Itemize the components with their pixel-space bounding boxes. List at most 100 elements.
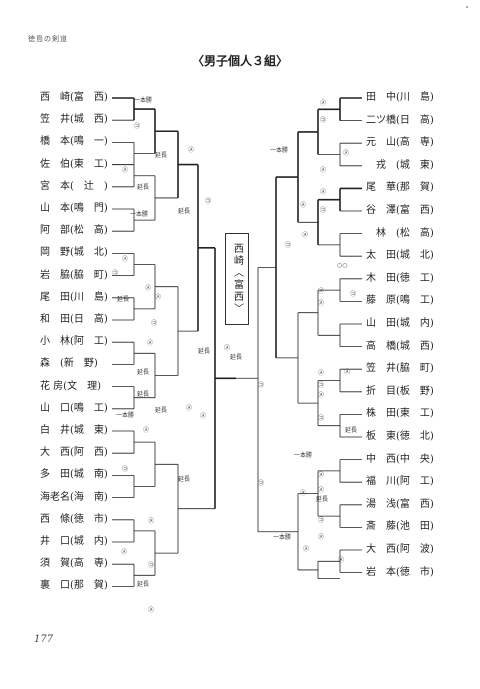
left-player-19: 海老名(海 南): [40, 491, 108, 503]
note-encho-2: 延長: [137, 184, 150, 191]
score-mark-42: ㋱: [300, 490, 307, 497]
score-mark-2: ㋱: [122, 167, 129, 174]
right-player-13: 笠 井(脇 町): [366, 363, 434, 375]
note-encho-11: 延長: [137, 581, 150, 588]
score-mark-36: ㋱: [318, 487, 325, 494]
note-ippon-3: 一本勝: [116, 412, 135, 419]
left-player-2: 笠 井(城 西): [40, 114, 108, 126]
right-player-8: 太 田(城 北): [366, 250, 434, 262]
score-mark-8: ㋱: [147, 340, 154, 347]
right-player-12: 高 橋(城 西): [366, 340, 434, 352]
score-mark-14: ㋱: [148, 607, 155, 614]
score-mark-6: ㋱: [155, 294, 162, 301]
score-mark-22: ㋙: [320, 207, 327, 214]
score-mark-17: ㋱: [186, 405, 193, 412]
note-ippon-2: 一本勝: [130, 211, 149, 218]
note-ippon-5: 一本勝: [294, 452, 313, 459]
score-mark-35: ㋱: [318, 472, 325, 479]
left-player-22: 須 賀(高 専): [40, 558, 108, 570]
right-player-3: 元 山(高 専): [366, 137, 434, 149]
score-mark-45: ㋱: [200, 413, 207, 420]
score-mark-21: ㋱: [320, 189, 327, 196]
score-mark-32: ㋱: [344, 369, 351, 376]
note-encho-7: 延長: [137, 369, 150, 376]
score-mark-25: ㋙: [285, 242, 292, 249]
score-mark-30: ㋱: [318, 370, 325, 377]
score-mark-31: ㋙: [318, 382, 325, 389]
score-mark-41: ㋱: [303, 546, 310, 553]
score-mark-16: ㋙: [205, 198, 212, 205]
right-player-9: 木 田(徳 工): [366, 272, 434, 284]
left-player-4: 佐 伯(東 工): [40, 158, 108, 170]
left-player-21: 井 口(城 内): [40, 536, 108, 547]
note-encho-3: 延長: [178, 208, 191, 215]
score-mark-44: ㋱: [224, 345, 231, 352]
page-header: 徳島の剣道: [28, 35, 68, 43]
left-player-1: 西 崎(富 西): [40, 92, 108, 103]
score-mark-4: ㋙: [112, 270, 119, 277]
note-circles: ○○: [337, 262, 348, 269]
score-mark-29: ㋱: [318, 300, 325, 307]
left-player-17: 大 西(阿 西): [40, 447, 108, 459]
note-encho-12: 延長: [345, 427, 358, 434]
right-player-5: 尾 華(那 賀): [366, 182, 434, 194]
score-mark-39: ㋱: [338, 557, 345, 564]
note-encho-1: 延長: [155, 152, 168, 159]
right-player-1: 田 中(川 島): [366, 92, 434, 103]
right-player-22: 岩 本(徳 市): [366, 566, 434, 578]
right-player-2: 二ツ橋(日 高): [366, 114, 434, 126]
score-mark-13: ㋙: [148, 562, 155, 569]
note-ippon-4: 一本勝: [270, 147, 289, 154]
left-player-15: 山 口(鳴 工): [40, 402, 108, 414]
left-player-11: 和 田(日 高): [40, 314, 108, 325]
score-mark-11: ㋱: [148, 518, 155, 525]
left-player-7: 阿 部(松 高): [40, 225, 108, 237]
score-mark-34: ㋙: [318, 415, 325, 422]
right-player-17: 中 西(中 央): [366, 453, 434, 465]
score-mark-12: ㋱: [121, 549, 128, 556]
right-player-7: 林 (松 高): [366, 227, 434, 239]
speck: [466, 6, 468, 8]
note-encho-4: 延長: [117, 296, 130, 303]
right-player-21: 大 西(阿 波): [366, 544, 434, 555]
winner-name: 西崎〈富西〉: [231, 243, 243, 315]
score-mark-26: ㋱: [302, 232, 309, 239]
left-player-14: 花 房(文 理): [40, 380, 101, 392]
left-player-6: 山 本(鳴 門): [40, 203, 108, 214]
score-mark-40: ㋙: [258, 480, 265, 487]
note-ippon-1: 一本勝: [134, 97, 153, 104]
left-player-16: 白 井(城 東): [40, 425, 108, 436]
score-mark-27: ㋱: [318, 288, 325, 295]
left-player-13: 森 (新 野): [40, 358, 98, 370]
left-player-20: 西 條(徳 市): [40, 513, 108, 525]
score-mark-28: ㋙: [350, 291, 357, 298]
left-player-9: 岩 脇(脇 町): [40, 269, 108, 281]
winner-box: 西崎〈富西〉: [225, 233, 249, 325]
left-player-5: 宮 本( 辻 ): [40, 180, 108, 192]
score-mark-15: ㋱: [188, 147, 195, 154]
note-encho-8: 延長: [137, 391, 150, 398]
note-encho-9: 延長: [155, 407, 168, 414]
right-player-20: 斎 藤(池 田): [366, 521, 434, 533]
right-player-14: 折 目(板 野): [366, 385, 434, 397]
score-mark-43: ㋙: [258, 382, 265, 389]
score-mark-23: ㋱: [343, 150, 350, 157]
note-encho-13: 延長: [316, 496, 329, 503]
left-player-18: 多 田(城 南): [40, 469, 108, 481]
left-player-23: 裏 口(那 賀): [40, 580, 108, 592]
note-ippon-6: 一本勝: [273, 534, 292, 541]
page-number: 177: [34, 634, 54, 645]
right-player-11: 山 田(城 内): [366, 318, 434, 329]
note-encho-5: 延長: [198, 348, 211, 355]
right-player-10: 藤 原(鳴 工): [366, 295, 434, 307]
right-player-16: 板 東(徳 北): [366, 431, 434, 442]
score-mark-18: ㋱: [320, 100, 327, 107]
right-player-15: 株 田(東 工): [366, 408, 434, 420]
left-player-3: 橋 本(鳴 一): [40, 136, 108, 148]
score-mark-20: ㋱: [320, 167, 327, 174]
right-player-4: 戎 (城 東): [366, 159, 434, 171]
score-mark-7: ㋙: [151, 320, 158, 327]
right-player-18: 福 川(阿 工): [366, 476, 434, 488]
score-mark-1: ㋙: [134, 123, 141, 130]
